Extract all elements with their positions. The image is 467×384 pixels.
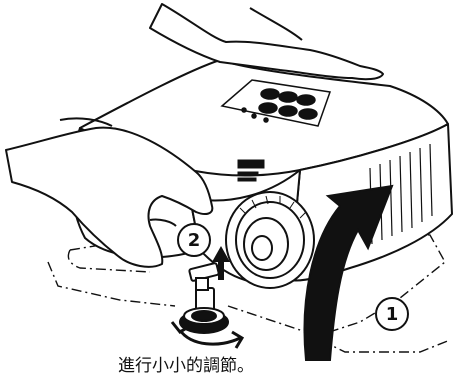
up-arrow-icon (212, 246, 230, 280)
step-2-badge: 2 (177, 223, 211, 257)
front-badge (237, 159, 265, 182)
lens-ribs (239, 195, 307, 219)
caption-text: 進行小小的調節。 (118, 356, 254, 376)
curved-double-arrow-icon (170, 321, 245, 349)
lens (225, 191, 315, 289)
step-1-number: 1 (386, 304, 399, 325)
curved-up-arrow-icon (303, 184, 394, 361)
step-2-number: 2 (188, 230, 201, 251)
bottom-hand (5, 117, 214, 268)
step-1-badge: 1 (375, 297, 409, 331)
surface-outline (47, 224, 451, 353)
adjustment-foot (179, 262, 229, 334)
control-panel (220, 79, 332, 127)
top-hand (149, 3, 384, 81)
